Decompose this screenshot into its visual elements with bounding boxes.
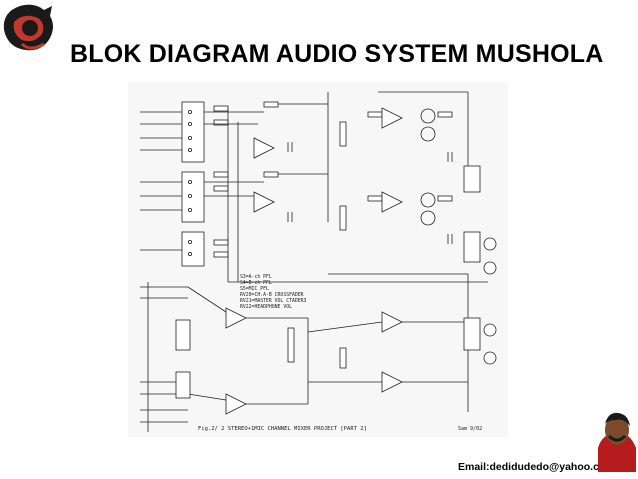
legend-line-5: RV21=MASTER VOL CTADER3 — [240, 298, 307, 304]
schematic-caption: Fig.2/ 2 STEREO+1MIC CHANNEL MIXER PROJE… — [198, 426, 367, 432]
legend-line-4: RV20=CH.A-B CROSSFADER — [240, 292, 304, 298]
legend-line-6: RV22=HEADPHONE VOL — [240, 304, 292, 310]
schematic-signature: Sam 9/02 — [458, 426, 482, 432]
portrait-icon — [596, 408, 638, 472]
schematic-diagram: S3=A-ch PFL S4=B-ch PFL S5=MIC PFL RV20=… — [128, 82, 508, 437]
top-left-logo — [0, 0, 62, 58]
contact-email: Email:dedidudedo@yahoo.com — [458, 461, 615, 473]
legend-line-1: S3=A-ch PFL — [240, 274, 272, 280]
legend-line-2: S4=B-ch PFL — [240, 280, 272, 286]
legend-line-3: S5=MIC PFL — [240, 286, 269, 292]
slide-title: BLOK DIAGRAM AUDIO SYSTEM MUSHOLA — [70, 40, 604, 68]
